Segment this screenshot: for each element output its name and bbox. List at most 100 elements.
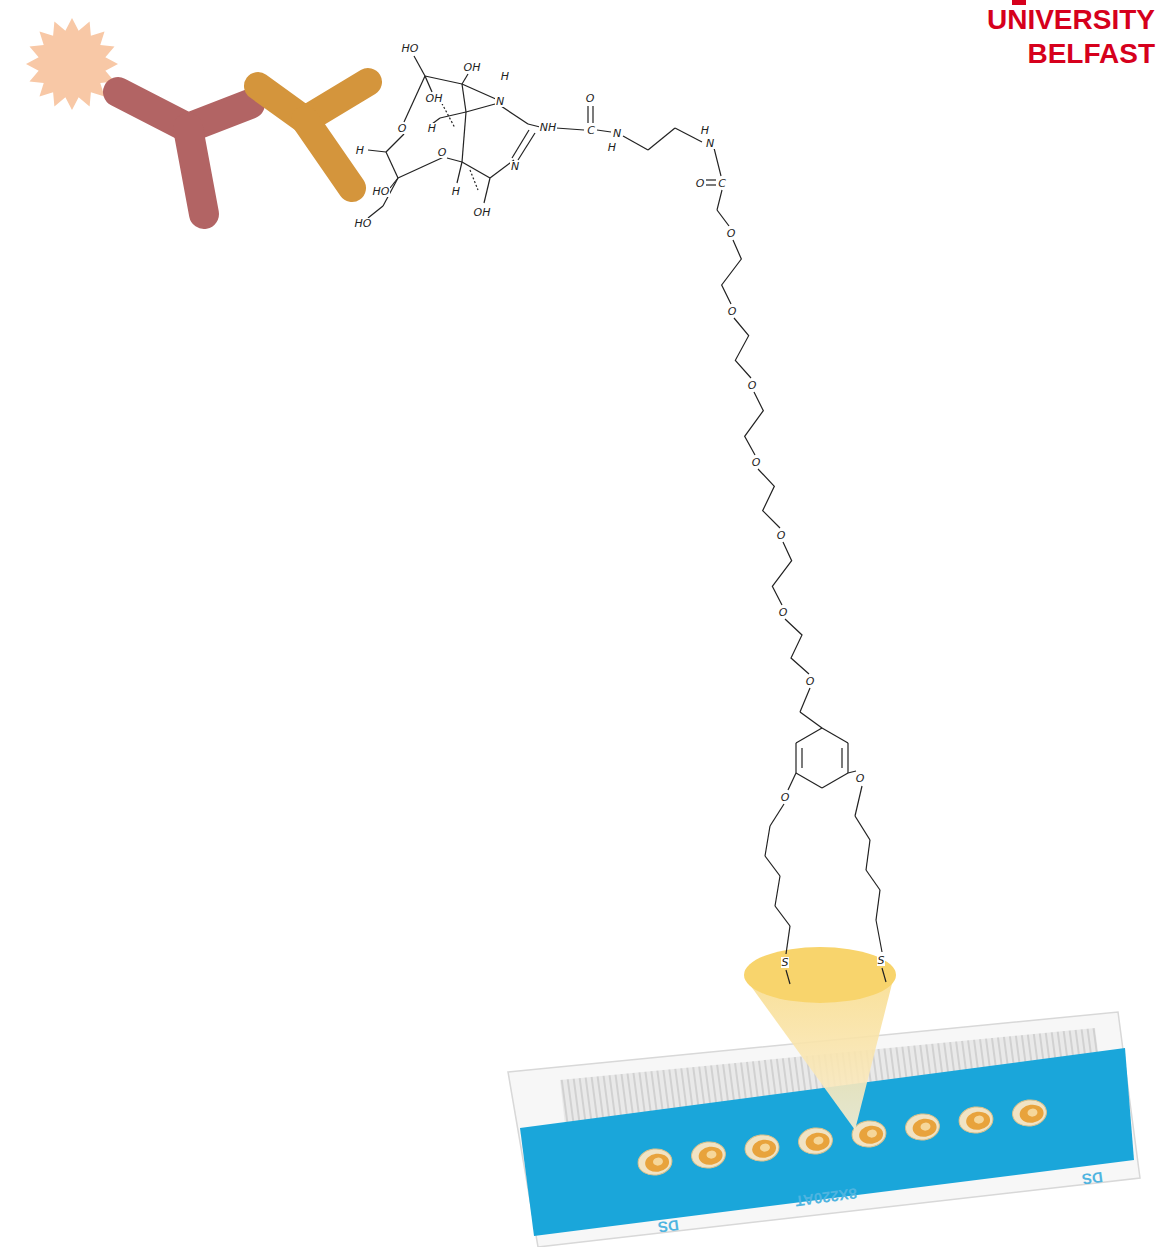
chemical-bond xyxy=(675,128,702,142)
atom-label: OH xyxy=(425,93,444,104)
chemical-bond xyxy=(772,542,791,605)
chemical-bond xyxy=(706,179,716,180)
atom-label: H xyxy=(451,186,461,197)
atom-label: O xyxy=(855,773,866,784)
logo-text: BELFAST xyxy=(1027,40,1155,68)
chemical-bond xyxy=(368,150,386,152)
chemical-bond xyxy=(847,743,848,773)
electrode-print: DS xyxy=(1081,1169,1104,1187)
chemical-bond xyxy=(556,128,584,130)
chemical-bond xyxy=(414,56,425,76)
chemical-bond xyxy=(717,190,722,210)
atom-label: HO xyxy=(401,43,420,54)
electrode-pad xyxy=(904,1112,941,1142)
secondary-antibody xyxy=(118,92,250,214)
chemical-bond xyxy=(822,773,848,788)
chemical-bond xyxy=(795,743,796,773)
chemical-bond xyxy=(800,688,810,712)
chemical-bond xyxy=(518,133,535,160)
chemical-bond xyxy=(758,469,780,528)
chemical-bond xyxy=(788,773,796,790)
atom-label: O xyxy=(805,676,816,687)
logo-text: UNIVERSITY xyxy=(987,6,1155,34)
chemical-bond xyxy=(775,906,790,926)
atom-label: N xyxy=(612,128,622,139)
chemical-bond xyxy=(386,134,404,152)
chemical-bond xyxy=(706,184,716,185)
atom-label: N xyxy=(510,161,520,172)
chemical-bond xyxy=(462,162,490,178)
atom-label: H xyxy=(607,142,617,153)
chemical-bond xyxy=(734,318,751,378)
chemical-bond xyxy=(786,926,790,954)
chemical-bond xyxy=(447,158,462,162)
atom-label: O xyxy=(695,178,706,189)
atom-label: O xyxy=(585,93,596,104)
chemical-bond xyxy=(425,76,432,92)
atom-label: NH xyxy=(539,122,558,133)
electrode-pad xyxy=(636,1147,673,1177)
chemical-bond xyxy=(597,130,611,132)
atom-label: N xyxy=(495,96,505,107)
chemical-bond xyxy=(796,773,822,788)
chemical-bond xyxy=(841,748,842,768)
stereo-bond xyxy=(470,170,478,190)
chemical-bond xyxy=(855,816,870,840)
chemical-bond xyxy=(648,128,675,150)
electrode-print: DS xyxy=(657,1217,680,1235)
atom-label: S xyxy=(781,957,790,968)
chemical-bond xyxy=(714,148,721,176)
chemical-bond xyxy=(484,178,490,203)
atom-label: H xyxy=(500,71,510,82)
chemical-bond xyxy=(800,712,822,728)
atom-label: S xyxy=(877,955,886,966)
electrode-pad xyxy=(957,1105,994,1135)
chemical-bond xyxy=(722,240,742,304)
atom-label: O xyxy=(726,228,737,239)
chemical-bond xyxy=(398,156,446,178)
chemical-bond xyxy=(822,728,848,743)
atom-label: H xyxy=(427,123,437,134)
chemical-bond xyxy=(866,840,870,870)
chemical-bond xyxy=(440,112,466,118)
chemical-bond xyxy=(512,130,529,158)
atom-label: C xyxy=(586,125,596,136)
chemical-bond xyxy=(386,152,398,178)
atom-label: O xyxy=(751,457,762,468)
chemical-bond xyxy=(587,106,588,123)
electrode-pad xyxy=(1011,1098,1048,1128)
atom-label: OH xyxy=(463,62,482,73)
atom-label: OH xyxy=(473,207,492,218)
atom-label: N xyxy=(705,138,715,149)
chemical-bond xyxy=(457,162,462,183)
chemical-bond xyxy=(866,870,880,890)
chemical-bond xyxy=(882,968,886,982)
chemical-bond xyxy=(368,206,383,218)
chemical-bond xyxy=(462,74,468,84)
chemical-bond xyxy=(425,76,462,84)
atom-label: O xyxy=(778,607,789,618)
atom-label: HO xyxy=(354,218,373,229)
atom-label: H xyxy=(355,145,365,156)
electrode-pad xyxy=(690,1140,727,1170)
stereo-bond xyxy=(440,100,455,128)
atom-label: O xyxy=(780,792,791,803)
atom-label: H xyxy=(700,125,710,136)
atom-label: HO xyxy=(372,186,391,197)
chemical-bond xyxy=(498,104,528,124)
chemical-bond xyxy=(462,84,466,112)
chemical-bond xyxy=(796,728,822,743)
chemical-bond xyxy=(855,786,862,816)
atom-label: O xyxy=(727,306,738,317)
chemical-bond xyxy=(770,804,784,826)
chemical-bond xyxy=(745,392,764,455)
atom-label: O xyxy=(397,123,408,134)
atom-label: C xyxy=(717,178,727,189)
chemical-bond xyxy=(765,856,780,876)
atom-label: O xyxy=(437,147,448,158)
chemical-bond xyxy=(404,76,425,122)
